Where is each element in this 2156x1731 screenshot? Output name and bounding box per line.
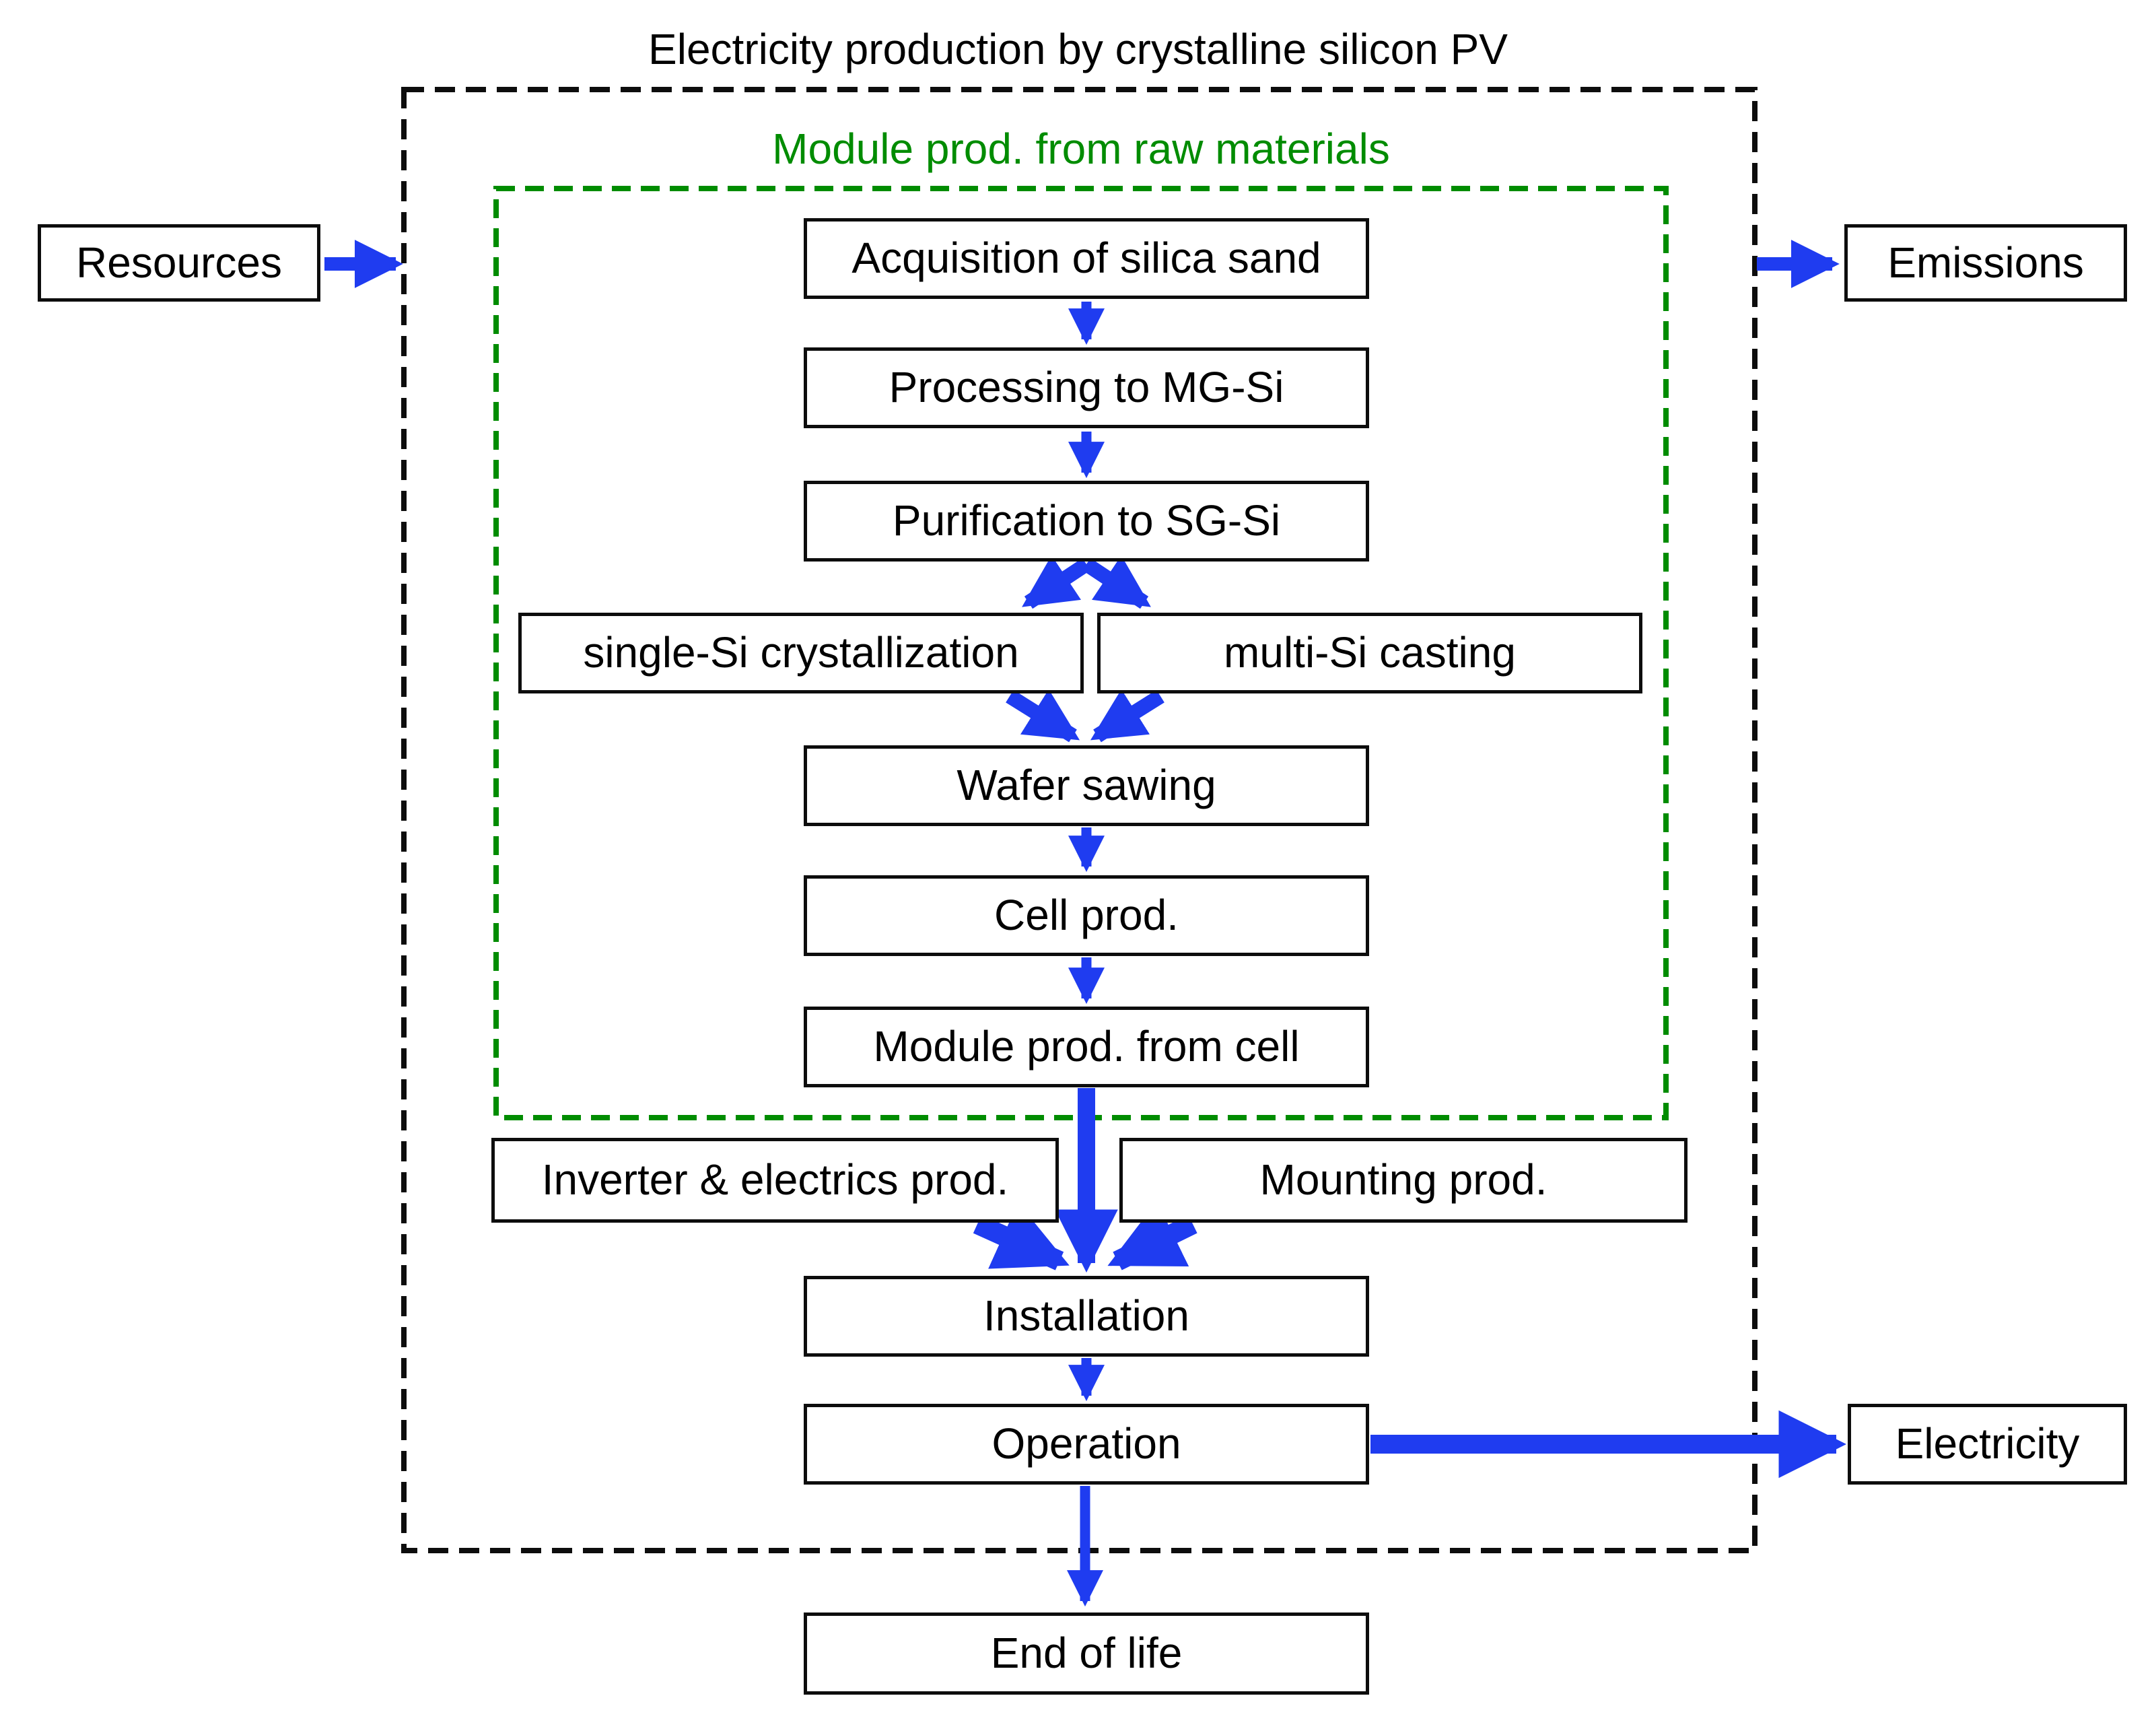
node-purification-sg-si: Purification to SG-Si xyxy=(804,481,1369,562)
arrow-purification-to-multi-si xyxy=(1082,555,1151,609)
node-electricity: Electricity xyxy=(1848,1404,2127,1485)
module-group-label: Module prod. from raw materials xyxy=(772,125,1390,173)
node-acquisition: Acquisition of silica sand xyxy=(804,218,1369,299)
node-wafer-sawing: Wafer sawing xyxy=(804,745,1369,826)
node-resources: Resources xyxy=(38,224,320,302)
node-operation: Operation xyxy=(804,1404,1369,1485)
node-module-from-cell: Module prod. from cell xyxy=(804,1007,1369,1087)
node-processing-mg-si: Processing to MG-Si xyxy=(804,347,1369,428)
arrow-multi-si-to-wafer xyxy=(1090,689,1164,743)
node-inverter-electrics: Inverter & electrics prod. xyxy=(491,1138,1059,1223)
diagram-title: Electricity production by crystalline si… xyxy=(648,25,1508,73)
arrow-purification-to-single-si xyxy=(1022,555,1091,609)
system-boundary-box xyxy=(401,87,1758,1553)
module-production-group-box xyxy=(493,186,1669,1120)
arrow-inverter-to-installation xyxy=(973,1202,1070,1270)
node-cell-prod: Cell prod. xyxy=(804,875,1369,956)
node-mounting-prod: Mounting prod. xyxy=(1119,1138,1688,1223)
node-emissions: Emissions xyxy=(1844,224,2127,302)
node-single-si: single-Si crystallization xyxy=(518,613,1084,693)
node-installation: Installation xyxy=(804,1276,1369,1357)
arrow-mounting-to-installation xyxy=(1107,1201,1197,1270)
node-multi-si: multi-Si casting xyxy=(1097,613,1642,693)
node-end-of-life: End of life xyxy=(804,1613,1369,1695)
arrow-single-si-to-wafer xyxy=(1006,689,1080,743)
